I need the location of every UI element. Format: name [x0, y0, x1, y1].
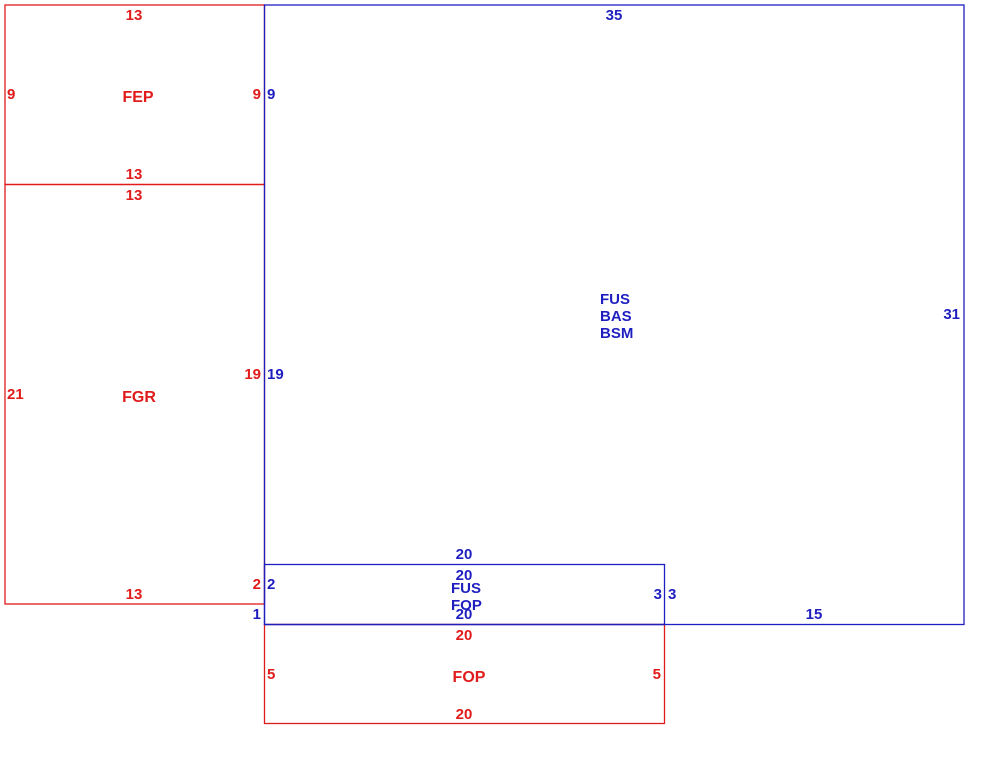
fus-fop-left-dimension: 3	[654, 586, 662, 603]
main-room-name-line-3: BSM	[600, 325, 633, 342]
main-room-name-line-1: FUS	[600, 291, 630, 308]
main-left-upper-dimension: 9	[267, 86, 275, 103]
fgr-right-lower-dimension: 2	[253, 576, 261, 593]
fgr-top-dimension: 13	[126, 187, 143, 204]
fep-room-name: FEP	[122, 89, 153, 106]
fgr-right-upper-dimension: 19	[244, 366, 261, 383]
fop-room-name: FOP	[453, 669, 486, 686]
fus-fop-bottom-dimension: 20	[456, 606, 473, 623]
fep-labels: 13 9 9 FEP 13	[7, 7, 261, 183]
main-corner-dimension: 1	[253, 606, 261, 623]
main-left-lower-dimension: 2	[267, 576, 275, 593]
fus-fop-right-dimension: 3	[668, 586, 676, 603]
fop-left-dimension: 5	[267, 666, 275, 683]
fus-fop-room-outline	[263, 563, 666, 626]
fus-fop-room-name-line-1: FUS	[451, 580, 481, 597]
main-room-name-line-2: BAS	[600, 308, 632, 325]
fgr-labels: 13 21 19 FGR 2 13	[7, 187, 261, 603]
main-bottom-right-dimension: 15	[806, 606, 823, 623]
main-right-dimension: 31	[943, 306, 960, 323]
fop-bottom-dimension: 20	[456, 706, 473, 723]
red-rooms	[4, 4, 666, 725]
main-left-middle-dimension: 19	[267, 366, 284, 383]
fep-bottom-dimension: 13	[126, 166, 143, 183]
fgr-room-name: FGR	[122, 389, 156, 406]
fep-right-dimension: 9	[253, 86, 261, 103]
fop-labels: 20 5 FOP 5 20	[267, 627, 661, 723]
fgr-bottom-dimension: 13	[126, 586, 143, 603]
main-top-dimension: 35	[606, 7, 623, 24]
main-room-labels: 35 9 FUS BAS BSM 31 19 2 1 15	[253, 7, 960, 623]
fop-right-dimension: 5	[653, 666, 661, 683]
fus-fop-top-inside-dimension: 20	[456, 567, 473, 584]
fep-top-dimension: 13	[126, 7, 143, 24]
fop-top-dimension: 20	[456, 627, 473, 644]
fep-left-dimension: 9	[7, 86, 15, 103]
blue-rooms	[263, 4, 965, 626]
fus-fop-top-outside-dimension: 20	[456, 546, 473, 563]
fus-fop-labels: 20 20 FUS FOP 20 3 3	[451, 546, 676, 623]
fgr-left-dimension: 21	[7, 386, 24, 403]
fus-fop-room-name-line-2: FOP	[451, 597, 482, 614]
